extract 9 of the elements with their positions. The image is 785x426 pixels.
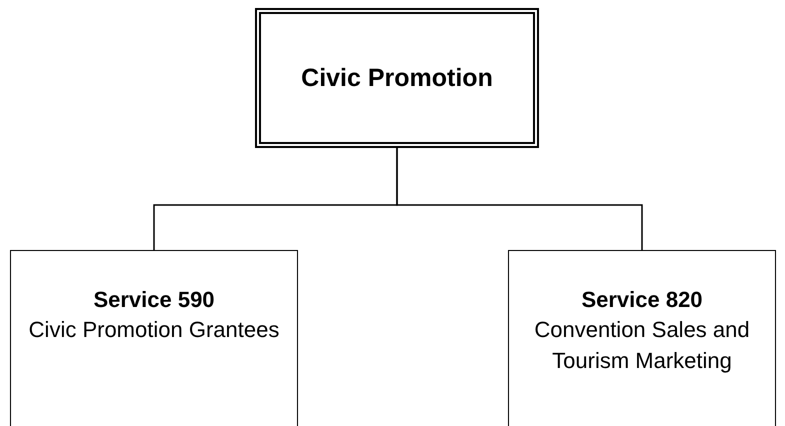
connector-line	[396, 148, 643, 250]
box-heading: Civic Promotion	[300, 62, 494, 94]
box-heading: Service 820	[580, 286, 704, 314]
box-description: Convention Sales and Tourism Marketing	[533, 316, 751, 375]
department-box	[508, 250, 776, 426]
box-description: Civic Promotion Grantees	[28, 316, 280, 344]
department-box	[10, 250, 298, 426]
title-box	[255, 8, 539, 148]
box-heading: Service 590	[92, 286, 216, 314]
